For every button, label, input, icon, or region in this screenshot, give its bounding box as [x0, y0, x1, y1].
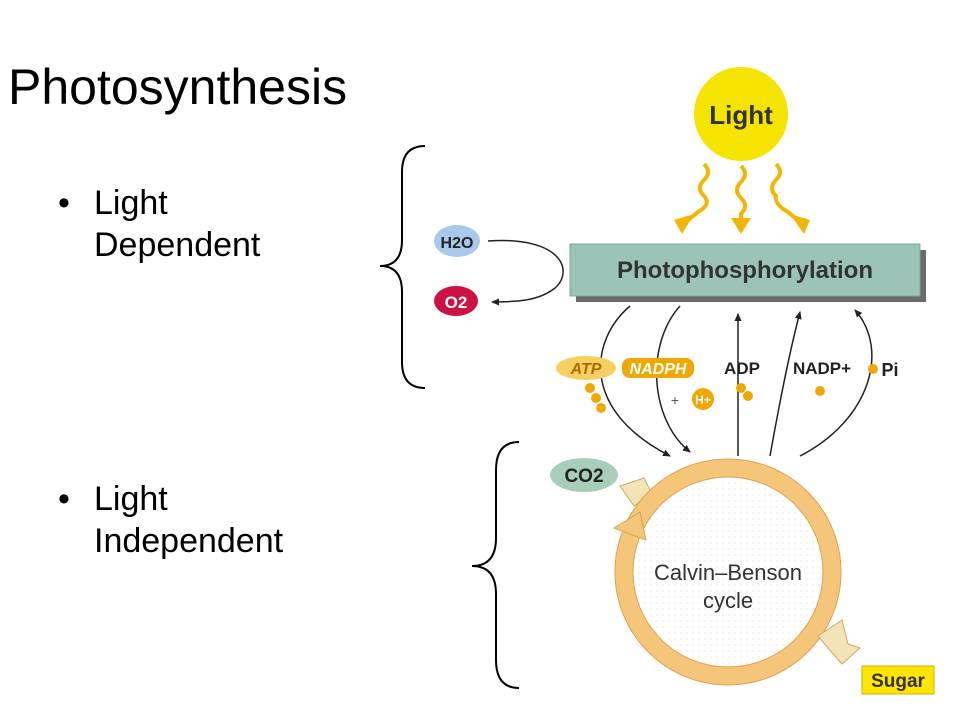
nadp-dot [815, 386, 825, 396]
sugar-box [861, 665, 935, 695]
photophosphorylation-label: Photophosphorylation [617, 257, 873, 284]
bullet-dot: • [58, 480, 70, 518]
atp-label: ATP [570, 361, 602, 378]
adp-phosphate-dots [736, 383, 753, 401]
bullet-line-1: Light [94, 184, 168, 222]
light-rays-icon [684, 162, 802, 224]
nadph-badge [622, 358, 694, 378]
oxygen-blob [434, 286, 478, 316]
light-label: Light [709, 100, 773, 130]
adp-label: ADP [724, 359, 760, 378]
bullet-line-1: Light [94, 480, 168, 518]
sun-icon [694, 67, 788, 161]
atp-glow [556, 356, 616, 380]
slide-title: Photosynthesis [8, 59, 348, 115]
pi-dot [868, 364, 878, 374]
hplus-label: H+ [695, 393, 711, 407]
pi-label: Pi [881, 360, 898, 380]
bullet-dot: • [58, 184, 70, 222]
co2-label: CO2 [564, 466, 603, 487]
bullet-line-2: Dependent [94, 226, 261, 264]
calvin-cycle-ring [615, 459, 841, 685]
nadph-label: NADPH [630, 361, 687, 378]
water-to-oxygen-arrow [487, 239, 564, 306]
cycle-label-line2: cycle [703, 588, 753, 613]
brace-light-dependent [379, 145, 426, 389]
co2-blob [550, 458, 618, 492]
water-blob [434, 225, 480, 257]
brace-light-independent [471, 441, 520, 689]
hplus-dot [692, 388, 714, 410]
cycle-arrowhead-icon [612, 511, 647, 541]
bullet-line-2: Independent [94, 522, 284, 560]
plus-label: + [671, 392, 679, 408]
calvin-cycle-ring-outline-outer [614, 458, 842, 686]
atp-phosphate-dots [585, 383, 606, 413]
oxygen-label: O2 [445, 293, 468, 312]
sugar-output-arrow [817, 619, 861, 665]
exchange-arrows [599, 305, 873, 457]
sugar-label: Sugar [871, 671, 925, 692]
light-ray-arrowheads [674, 214, 810, 234]
nadp-label: NADP+ [793, 359, 851, 378]
cycle-label-line1: Calvin–Benson [654, 560, 802, 585]
water-label: H2O [441, 235, 474, 252]
photophosphorylation-box [569, 243, 921, 297]
calvin-cycle-ring-outline-inner [632, 476, 824, 668]
